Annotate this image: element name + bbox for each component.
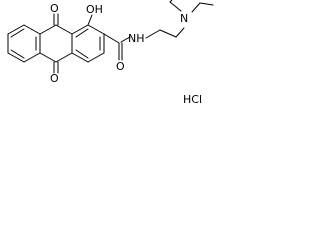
amide-nh-label: NH	[128, 32, 145, 45]
bond	[55, 24, 73, 35]
hydrochloride-label: HCl	[183, 93, 202, 106]
bond	[71, 52, 89, 63]
amine-nitrogen-label: N	[180, 12, 188, 25]
bond	[145, 29, 161, 39]
bond	[175, 27, 185, 38]
double-bond-line	[75, 49, 89, 59]
double-bond-line	[75, 28, 89, 38]
hydroxyl-bond	[87, 14, 93, 26]
bond	[23, 24, 41, 35]
bond	[87, 52, 105, 63]
bond	[39, 24, 57, 35]
bond	[7, 52, 25, 63]
bond	[55, 52, 73, 63]
hydroxyl-label: OH	[86, 3, 103, 16]
bond	[23, 52, 41, 63]
amide-group	[103, 33, 131, 61]
bond	[191, 2, 201, 13]
double-bond-line	[10, 49, 25, 59]
bond	[159, 29, 177, 38]
oxygen-label: O	[50, 72, 59, 85]
bond	[103, 33, 120, 44]
double-bond-line	[10, 28, 25, 38]
bond	[199, 2, 214, 6]
oxygen-label: O	[50, 2, 59, 15]
bond	[71, 24, 89, 35]
bond	[169, 0, 173, 3]
propyl-chain	[145, 27, 185, 39]
bond	[169, 1, 182, 12]
amide-oxygen-label: O	[116, 60, 125, 73]
anthraquinone-core	[7, 13, 105, 74]
bond	[87, 24, 105, 35]
chemical-structure-diagram: O OH O NH O N HCl	[7, 0, 214, 106]
diethylamino-group	[169, 0, 214, 13]
bond	[120, 36, 131, 43]
bond	[39, 52, 57, 63]
bond	[7, 24, 25, 35]
